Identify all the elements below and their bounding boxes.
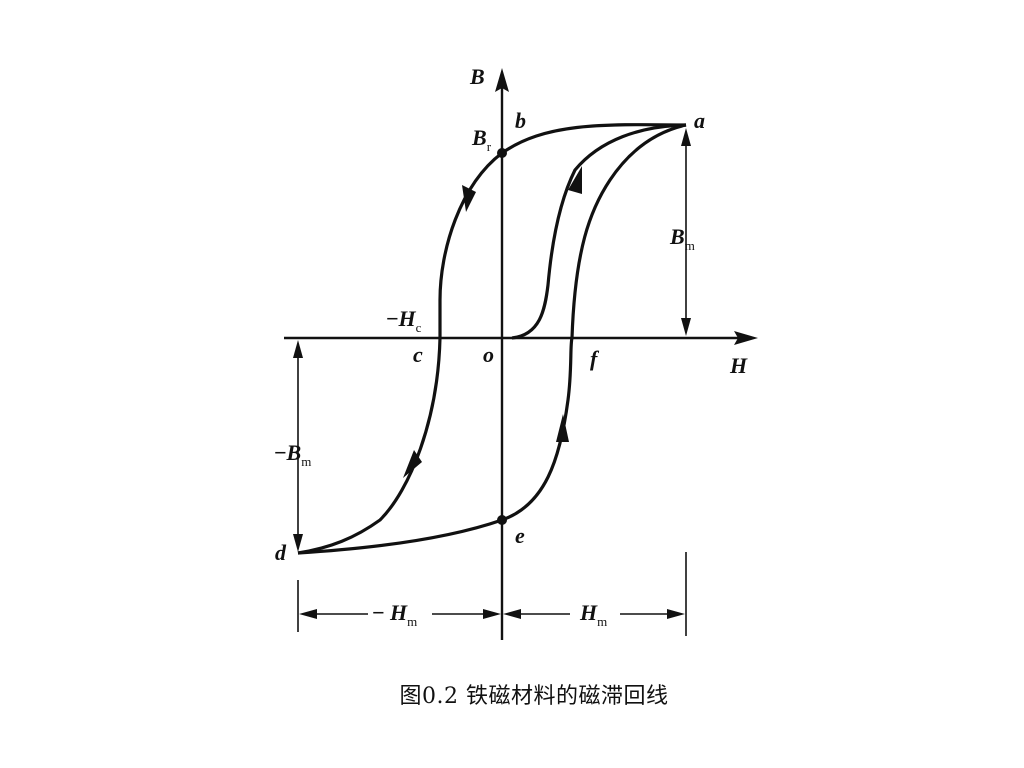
max-field-label: Hm xyxy=(579,600,607,629)
neg-max-flux-label: −Bm xyxy=(274,440,311,469)
max-flux-label: Bm xyxy=(669,224,695,253)
arrow-initial-curve xyxy=(568,166,582,194)
point-b-label: b xyxy=(515,108,526,133)
h-axis-label: H xyxy=(729,353,748,378)
coercivity-label: −Hc xyxy=(386,306,422,335)
point-e-label: e xyxy=(515,523,525,548)
point-br-dot xyxy=(497,148,507,158)
figure-caption: 图0.2 铁磁材料的磁滞回线 xyxy=(399,684,669,709)
neg-bm-arrow-bottom xyxy=(293,534,303,552)
point-a-label: a xyxy=(694,108,705,133)
arrow-upper-branch xyxy=(462,185,476,212)
descending-branch xyxy=(297,123,687,555)
neg-bm-arrow-top xyxy=(293,340,303,358)
point-f-label: f xyxy=(590,346,600,371)
neg-hm-arrow-left xyxy=(299,609,317,619)
ascending-branch xyxy=(297,123,687,555)
neg-max-field-label: − Hm xyxy=(372,600,417,629)
hm-arrow-left xyxy=(503,609,521,619)
point-c-label: c xyxy=(413,342,423,367)
bm-arrow-top xyxy=(681,128,691,146)
origin-label: o xyxy=(483,342,494,367)
neg-hm-arrow-right xyxy=(483,609,501,619)
b-axis-arrowhead xyxy=(495,68,509,92)
hm-arrow-right xyxy=(667,609,685,619)
h-axis-arrowhead xyxy=(734,331,758,345)
arrow-lower-right-branch xyxy=(556,414,569,442)
bm-arrow-bottom xyxy=(681,318,691,336)
arrow-lower-left-branch xyxy=(403,450,422,478)
b-axis-label: B xyxy=(469,64,485,89)
initial-magnetization-curve xyxy=(511,123,687,340)
remanence-label: Br xyxy=(471,125,492,154)
point-e-dot xyxy=(497,515,507,525)
point-d-label: d xyxy=(275,540,287,565)
